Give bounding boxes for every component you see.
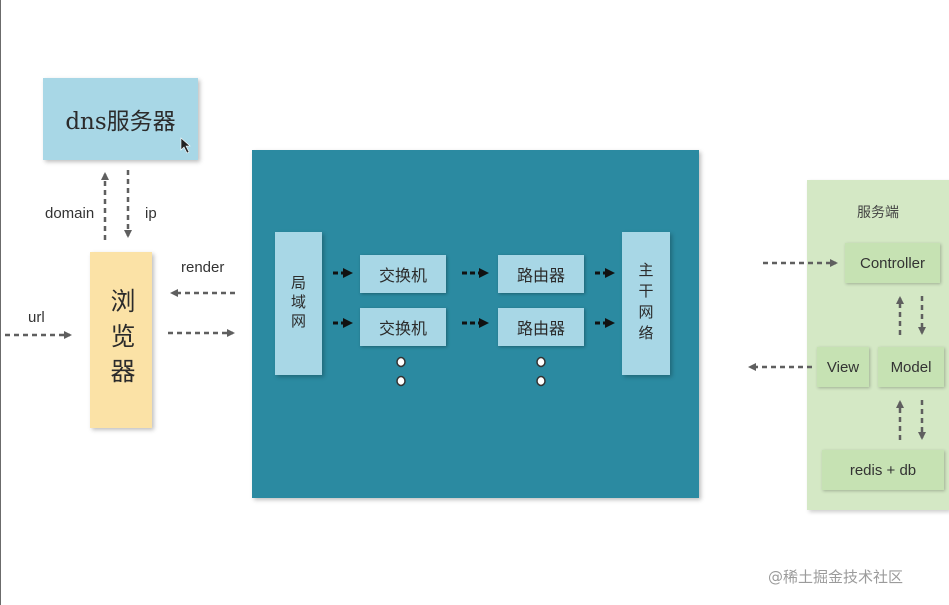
left-edge-divider bbox=[0, 0, 1, 605]
url-label: url bbox=[28, 309, 45, 326]
router-node-1: 路由器 bbox=[498, 255, 584, 293]
router-label: 路由器 bbox=[516, 266, 565, 285]
storage-node: redis + db bbox=[822, 450, 944, 490]
switch-node-1: 交换机 bbox=[360, 255, 446, 293]
lan-label: 局域网 bbox=[289, 275, 307, 332]
ip-label: ip bbox=[145, 205, 157, 222]
controller-label: Controller bbox=[859, 254, 926, 272]
backbone-label: 主干网络 bbox=[636, 261, 655, 346]
browser-node: 浏览器 bbox=[90, 252, 152, 428]
switch-label: 交换机 bbox=[378, 266, 427, 285]
switch-label: 交换机 bbox=[378, 319, 427, 338]
view-label: View bbox=[826, 358, 860, 376]
router-node-2: 路由器 bbox=[498, 308, 584, 346]
browser-label: 浏览器 bbox=[107, 287, 136, 393]
controller-node: Controller bbox=[845, 243, 940, 283]
model-label: Model bbox=[890, 358, 932, 376]
router-label: 路由器 bbox=[516, 319, 565, 338]
domain-label: domain bbox=[45, 205, 95, 222]
switch-node-2: 交换机 bbox=[360, 308, 446, 346]
storage-label: redis + db bbox=[849, 461, 917, 479]
server-title: 服务端 bbox=[857, 205, 899, 221]
dns-server-node: dns服务器 bbox=[43, 78, 198, 160]
watermark: @稀土掘金技术社区 bbox=[768, 568, 904, 586]
model-node: Model bbox=[878, 347, 944, 387]
view-node: View bbox=[817, 347, 869, 387]
dns-server-label: dns服务器 bbox=[65, 109, 176, 135]
lan-node: 局域网 bbox=[275, 232, 322, 375]
backbone-node: 主干网络 bbox=[622, 232, 670, 375]
render-label: render bbox=[181, 259, 225, 276]
